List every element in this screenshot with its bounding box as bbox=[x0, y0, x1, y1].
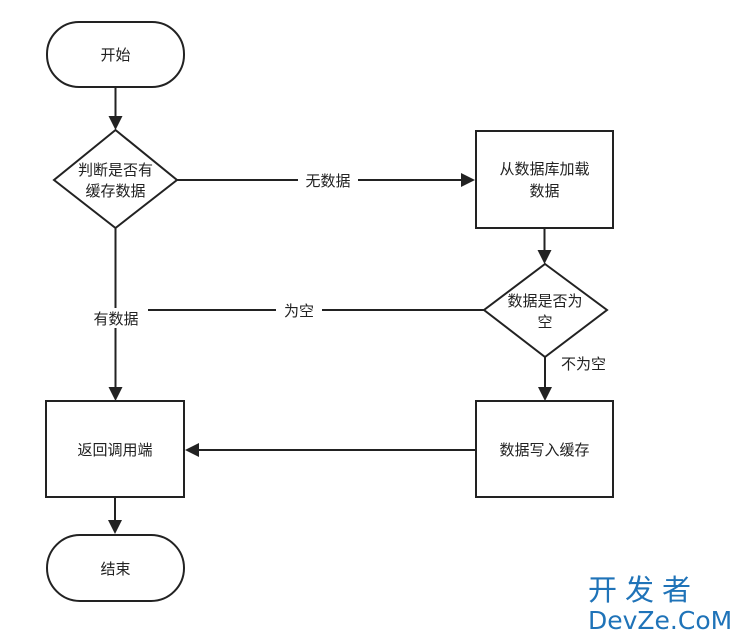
check-empty-label-1: 数据是否为 bbox=[507, 292, 582, 310]
watermark-en: DevZe.CoM bbox=[588, 606, 732, 635]
return-caller-process: 返回调用端 bbox=[45, 400, 185, 498]
check-cache-decision: 判断是否有 缓存数据 bbox=[52, 128, 179, 230]
edge-label-not-empty: 不为空 bbox=[561, 355, 606, 373]
watermark-logo: 开发者 DevZe.CoM bbox=[588, 573, 732, 635]
edge-label-has-data: 有数据 bbox=[93, 310, 138, 328]
check-cache-label-2: 缓存数据 bbox=[85, 182, 145, 200]
start-node: 开始 bbox=[46, 21, 185, 88]
watermark-cn: 开发者 bbox=[588, 573, 699, 607]
write-cache-process: 数据写入缓存 bbox=[475, 400, 614, 498]
end-label: 结束 bbox=[100, 560, 130, 578]
load-db-label-2: 数据 bbox=[529, 182, 559, 200]
edge-label-is-empty: 为空 bbox=[284, 302, 314, 320]
start-label: 开始 bbox=[100, 46, 130, 64]
edge-label-no-data: 无数据 bbox=[305, 172, 350, 190]
end-node: 结束 bbox=[46, 534, 185, 602]
load-db-process: 从数据库加载 数据 bbox=[475, 130, 614, 229]
check-empty-label-2: 空 bbox=[537, 313, 552, 331]
write-cache-label: 数据写入缓存 bbox=[499, 441, 589, 459]
return-caller-label: 返回调用端 bbox=[77, 441, 152, 459]
load-db-label-1: 从数据库加载 bbox=[499, 160, 589, 178]
check-empty-decision: 数据是否为 空 bbox=[482, 262, 609, 359]
check-cache-label-1: 判断是否有 bbox=[78, 161, 153, 179]
